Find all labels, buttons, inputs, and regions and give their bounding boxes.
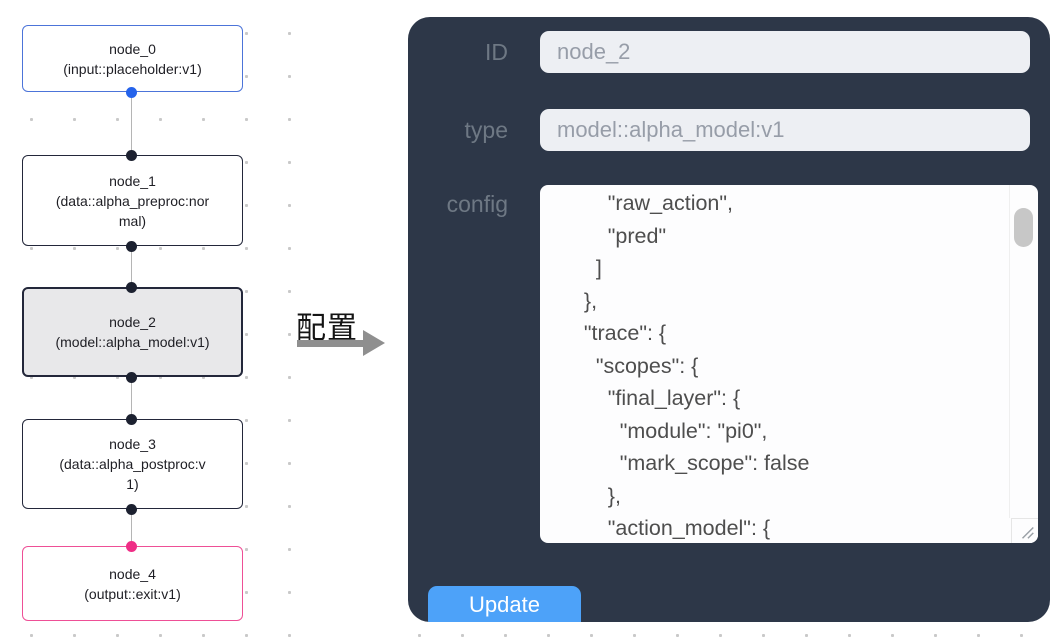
port-node4-input[interactable] bbox=[126, 541, 137, 552]
port-node1-input[interactable] bbox=[126, 150, 137, 161]
node-title: node_2 bbox=[109, 314, 156, 330]
port-node2-output[interactable] bbox=[126, 372, 137, 383]
config-field-label: config bbox=[446, 191, 508, 217]
id-field-label: ID bbox=[485, 39, 508, 65]
port-node3-output[interactable] bbox=[126, 504, 137, 515]
port-node2-input[interactable] bbox=[126, 282, 137, 293]
arrow-shaft bbox=[297, 340, 364, 347]
flow-node-node_0[interactable]: node_0 (input::placeholder:v1) bbox=[22, 25, 243, 92]
edge-node1-node2 bbox=[130, 246, 132, 288]
port-node0-output[interactable] bbox=[126, 87, 137, 98]
arrow-right-icon bbox=[363, 330, 385, 356]
node-title: node_1 bbox=[109, 172, 156, 189]
config-json-text: "raw_action", "pred" ] }, "trace": { "sc… bbox=[583, 191, 810, 540]
resize-grip-icon bbox=[1021, 526, 1034, 539]
node-type: (model::alpha_model:v1) bbox=[55, 334, 210, 350]
resize-handle[interactable] bbox=[1011, 518, 1038, 543]
flow-node-node_3[interactable]: node_3 (data::alpha_postproc:v1) bbox=[22, 419, 243, 509]
node-type: (input::placeholder:v1) bbox=[63, 60, 202, 77]
node-type: (data::alpha_preproc:normal) bbox=[55, 192, 210, 229]
configure-arrow-label: 配置 bbox=[296, 312, 358, 345]
scrollbar-track bbox=[1009, 185, 1010, 518]
edge-node2-node3 bbox=[130, 377, 132, 420]
flow-node-node_2-selected[interactable]: node_2 (model::alpha_model:v1) bbox=[22, 287, 243, 377]
edge-node3-node4 bbox=[130, 509, 132, 547]
id-input[interactable] bbox=[540, 31, 1030, 73]
node-title: node_4 bbox=[109, 565, 156, 582]
flow-node-node_1[interactable]: node_1 (data::alpha_preproc:normal) bbox=[22, 155, 243, 246]
edge-node0-node1 bbox=[130, 92, 132, 156]
port-node3-input[interactable] bbox=[126, 414, 137, 425]
type-input[interactable] bbox=[540, 109, 1030, 151]
port-node1-output[interactable] bbox=[126, 241, 137, 252]
scrollbar-thumb[interactable] bbox=[1014, 208, 1033, 247]
config-textarea[interactable]: "raw_action", "pred" ] }, "trace": { "sc… bbox=[540, 185, 1038, 543]
node-title: node_3 bbox=[109, 436, 156, 452]
update-button[interactable]: Update bbox=[428, 586, 581, 622]
node-type: (output::exit:v1) bbox=[84, 585, 181, 602]
node-title: node_0 bbox=[109, 40, 156, 57]
flow-node-node_4[interactable]: node_4 (output::exit:v1) bbox=[22, 546, 243, 621]
type-field-label: type bbox=[464, 117, 508, 143]
node-type: (data::alpha_postproc:v1) bbox=[59, 456, 206, 492]
node-config-panel: ID type config "raw_action", "pred" ] },… bbox=[408, 17, 1050, 622]
